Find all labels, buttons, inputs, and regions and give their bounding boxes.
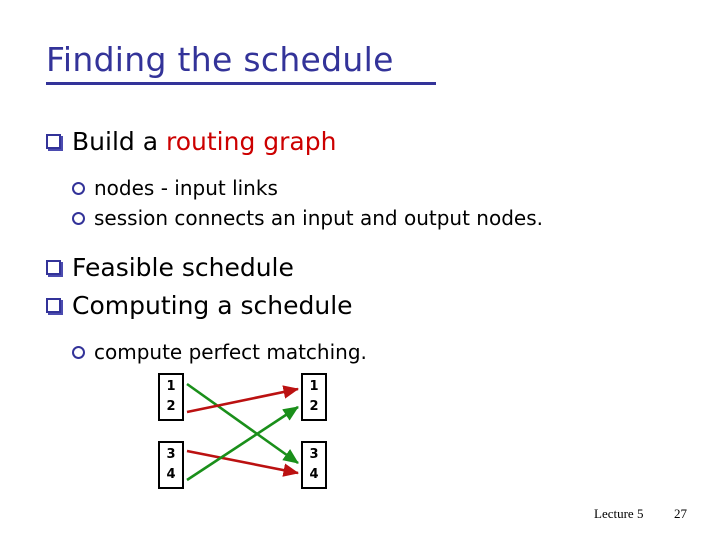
bullet-text: Build a routing graph — [72, 126, 336, 158]
input-node-box-bottom: 3 4 — [158, 441, 184, 489]
sub-bullet-label: nodes - input links — [94, 176, 278, 200]
node-label: 2 — [166, 399, 176, 414]
node-label: 3 — [309, 447, 319, 462]
spacer — [46, 234, 686, 252]
node-label: 4 — [309, 467, 319, 482]
node-label: 3 — [166, 447, 176, 462]
node-label: 1 — [309, 379, 319, 394]
title-underline-rule — [46, 82, 436, 85]
spacer — [46, 328, 686, 338]
node-label: 4 — [166, 467, 176, 482]
bullet-item-feasible-schedule: Feasible schedule — [46, 252, 686, 284]
sub-bullet-session-connects: session connects an input and output nod… — [46, 204, 686, 232]
footer-page-number: 27 — [674, 506, 687, 521]
input-node-box-top: 1 2 — [158, 373, 184, 421]
output-node-box-bottom: 3 4 — [301, 441, 327, 489]
spacer — [46, 164, 686, 174]
square-bullet-icon — [46, 124, 72, 156]
edge-in-top-to-out-top — [186, 385, 300, 414]
bullet-text-highlight: routing graph — [165, 127, 337, 156]
circle-bullet-icon — [72, 337, 94, 365]
edge-in-bottom-to-out-bottom — [186, 449, 300, 477]
node-label: 1 — [166, 379, 176, 394]
bullet-text-plain: Build a — [72, 127, 166, 156]
diagram-edges-svg — [186, 382, 300, 482]
bullet-item-computing-a-schedule: Computing a schedule — [46, 290, 686, 322]
sub-bullet-nodes-input-links: nodes - input links — [46, 174, 686, 202]
bullet-text: Feasible schedule — [72, 253, 294, 282]
sub-bullet-compute-perfect-matching: compute perfect matching. — [46, 338, 686, 366]
edge-in-top-to-out-bottom — [186, 382, 299, 465]
slide-body-list: Build a routing graph nodes - input link… — [46, 126, 686, 368]
circle-bullet-icon — [72, 203, 94, 231]
slide-footer: Lecture 5 27 — [0, 506, 720, 528]
bullet-text: Computing a schedule — [72, 291, 353, 320]
node-label: 2 — [309, 399, 319, 414]
sub-bullet-label: session connects an input and output nod… — [94, 206, 543, 230]
circle-bullet-icon — [72, 173, 94, 201]
bullet-item-build-routing-graph: Build a routing graph — [46, 126, 686, 158]
page-title: Finding the schedule — [46, 40, 394, 79]
footer-lecture-label: Lecture 5 — [594, 506, 644, 521]
square-bullet-icon — [46, 250, 72, 282]
square-bullet-icon — [46, 288, 72, 320]
slide-title-block: Finding the schedule — [46, 40, 438, 85]
routing-graph-diagram: 1 2 3 4 1 2 3 4 — [140, 362, 380, 494]
edge-in-bottom-to-out-top — [186, 405, 299, 482]
output-node-box-top: 1 2 — [301, 373, 327, 421]
sub-bullet-label: compute perfect matching. — [94, 340, 367, 364]
